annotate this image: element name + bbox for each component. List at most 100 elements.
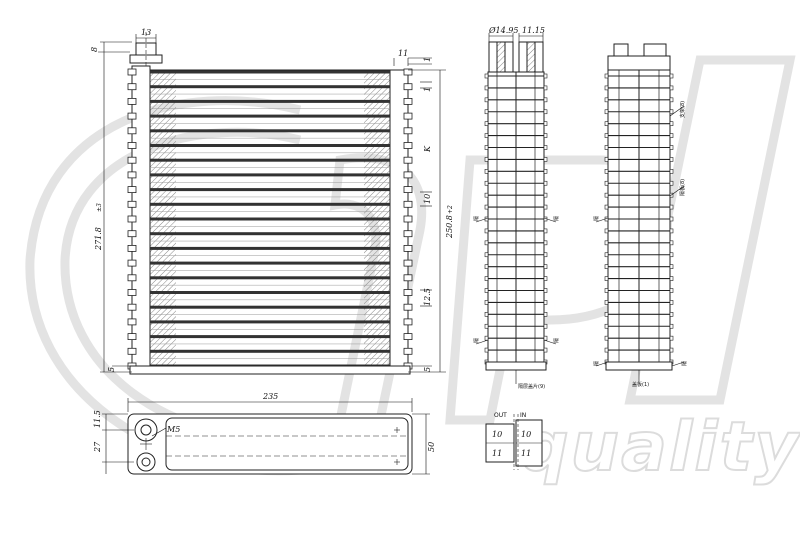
side-fin-tab-right <box>543 204 548 210</box>
side-view-2 <box>604 43 674 371</box>
core-tube <box>150 99 390 103</box>
side-fin-tab-left <box>604 300 609 305</box>
side-fin-tab-left <box>484 335 489 341</box>
side-fin-tab-left <box>604 335 609 341</box>
side1-note-left-bottom: 隔 <box>473 338 480 343</box>
dim-pipe-dia: Ø14.95 <box>488 26 518 35</box>
side-fin-tab-right <box>543 121 548 126</box>
tank-rib-left <box>127 98 137 105</box>
side-fin-tab-right <box>543 288 548 293</box>
tank-rib-right <box>403 112 413 120</box>
core-tubes <box>150 70 390 374</box>
core-tube <box>150 85 390 89</box>
dim-fin-pitch: 12.5 <box>423 288 432 306</box>
port-cell-3: 11 <box>492 449 502 458</box>
side-fin-tab-left <box>484 300 489 305</box>
side-fin-tab-left <box>484 323 489 329</box>
side-fin-tab-right <box>669 347 674 353</box>
side-fin-tab-right <box>669 288 674 293</box>
core-tube <box>150 158 390 162</box>
side1-note-left-mid: 隔 <box>473 216 480 221</box>
dim-width: 50 <box>427 442 436 452</box>
side1-note-right-mid: 隔 <box>553 216 560 221</box>
side-fin-tab-right <box>543 335 548 341</box>
side2-note-right-bottom: 隔 <box>681 361 688 366</box>
front-view <box>127 32 413 375</box>
core-tube <box>150 144 390 147</box>
tank-rib-left <box>127 215 137 223</box>
side-fin-tab-right <box>669 252 674 258</box>
side-fin-tab-left <box>604 121 609 126</box>
core-tube <box>150 276 390 280</box>
dim-direction-mark: K <box>423 145 432 153</box>
dim-tube-pitch: 10 <box>423 194 432 204</box>
side-fin-tab-left <box>604 85 609 91</box>
port-out-hole <box>140 424 152 436</box>
side1-fins <box>484 73 548 365</box>
side-fin-tab-right <box>669 97 674 103</box>
side-fin-tab-left <box>604 276 609 281</box>
side-fin-tab-left <box>604 157 609 162</box>
port-cell-1: 10 <box>492 430 502 439</box>
side-fin-tab-right <box>669 145 674 150</box>
side2-top-flange <box>607 55 671 71</box>
tank-rib-right <box>403 156 413 164</box>
side-fin-tab-right <box>669 300 674 305</box>
side1-bottom-cap <box>485 361 547 371</box>
tank-rib-right <box>403 347 413 355</box>
side-fin-tab-right <box>669 216 674 222</box>
side-fin-tab-right <box>669 157 674 162</box>
side-fin-tab-left <box>484 157 489 162</box>
tank-rib-left <box>127 259 137 267</box>
front-dimensions <box>98 34 446 373</box>
side-view-1 <box>484 41 548 371</box>
side-fin-tab-left <box>604 204 609 210</box>
tank-rib-right <box>403 83 413 91</box>
tank-rib-left <box>127 303 137 311</box>
core-tube <box>150 188 390 192</box>
core-tube <box>150 129 390 133</box>
side-fin-tab-right <box>669 228 674 234</box>
side2-note-left-mid: 隔 <box>593 216 600 221</box>
side-fin-tab-right <box>669 133 674 138</box>
side-fin-tab-left <box>604 240 609 246</box>
side-fin-tab-right <box>669 240 674 246</box>
dim-pipe-spacing: 11.15 <box>522 26 545 35</box>
side-fin-tab-left <box>484 192 489 198</box>
core-tube <box>150 217 390 221</box>
tank-rib-right <box>403 98 413 105</box>
core-tube <box>150 320 390 324</box>
dim-top-gap-2: 1 <box>423 87 432 92</box>
side-fin-tab-left <box>484 347 489 353</box>
core-tube <box>150 349 390 353</box>
tank-rib-right <box>403 171 413 179</box>
side1-pipe-left-inner <box>496 41 506 73</box>
tank-rib-left <box>127 156 137 164</box>
side-fin-tab-right <box>543 97 548 103</box>
side2-note-left-bottom: 隔 <box>593 361 600 366</box>
side-fin-tab-left <box>604 347 609 353</box>
core-tube <box>150 114 390 118</box>
port-cell-2: 10 <box>521 430 531 439</box>
tank-rib-right <box>403 244 413 252</box>
dim-bottom-top-offset: 11.5 <box>93 410 102 428</box>
side-fin-tab-right <box>669 85 674 91</box>
side-fin-tab-left <box>484 204 489 210</box>
side-fin-tab-right <box>543 192 548 198</box>
side-fin-tab-left <box>484 97 489 103</box>
tank-rib-right <box>403 200 413 208</box>
dim-length: 235 <box>262 392 278 401</box>
dim-top-offset: 8 <box>90 47 99 52</box>
side1-bottom-label: 隔层盖片(9) <box>518 383 545 390</box>
side-fin-tab-left <box>484 169 489 174</box>
tank-rib-right <box>403 127 413 135</box>
side-fin-tab-right <box>669 109 674 115</box>
bottom-view <box>127 413 413 475</box>
side-fin-tab-left <box>484 121 489 126</box>
tank-rib-left <box>127 142 137 149</box>
dim-port-spacing: 27 <box>93 441 102 453</box>
side1-labels: Ø14.95 11.15 隔 隔 隔 隔 隔层盖片(9) <box>473 26 560 390</box>
tank-rib-left <box>127 83 137 91</box>
tank-rib-left <box>127 274 137 282</box>
core-tube <box>150 232 390 236</box>
